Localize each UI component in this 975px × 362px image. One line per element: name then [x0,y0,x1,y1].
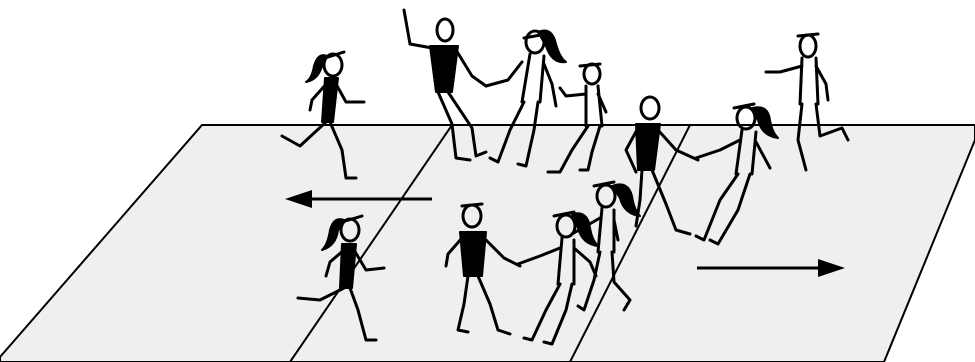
court-illustration [0,0,975,362]
playground-scene [0,0,975,362]
